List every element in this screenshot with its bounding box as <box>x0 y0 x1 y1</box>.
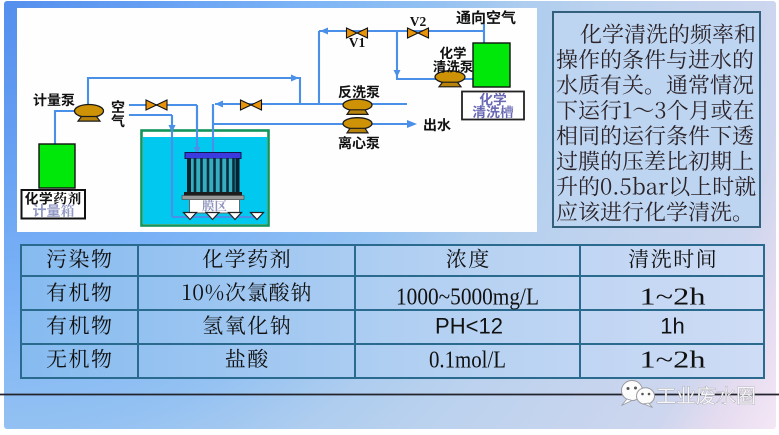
svg-text:V2: V2 <box>410 14 427 29</box>
svg-text:1~2h: 1~2h <box>640 284 706 311</box>
svg-text:1~2h: 1~2h <box>640 347 706 374</box>
svg-text:1000~5000mg/L: 1000~5000mg/L <box>396 284 539 311</box>
svg-text:PH<12: PH<12 <box>435 314 503 339</box>
svg-text:0.1mol/L: 0.1mol/L <box>429 348 506 374</box>
svg-text:1h: 1h <box>660 314 684 339</box>
svg-text:V1: V1 <box>349 35 366 50</box>
